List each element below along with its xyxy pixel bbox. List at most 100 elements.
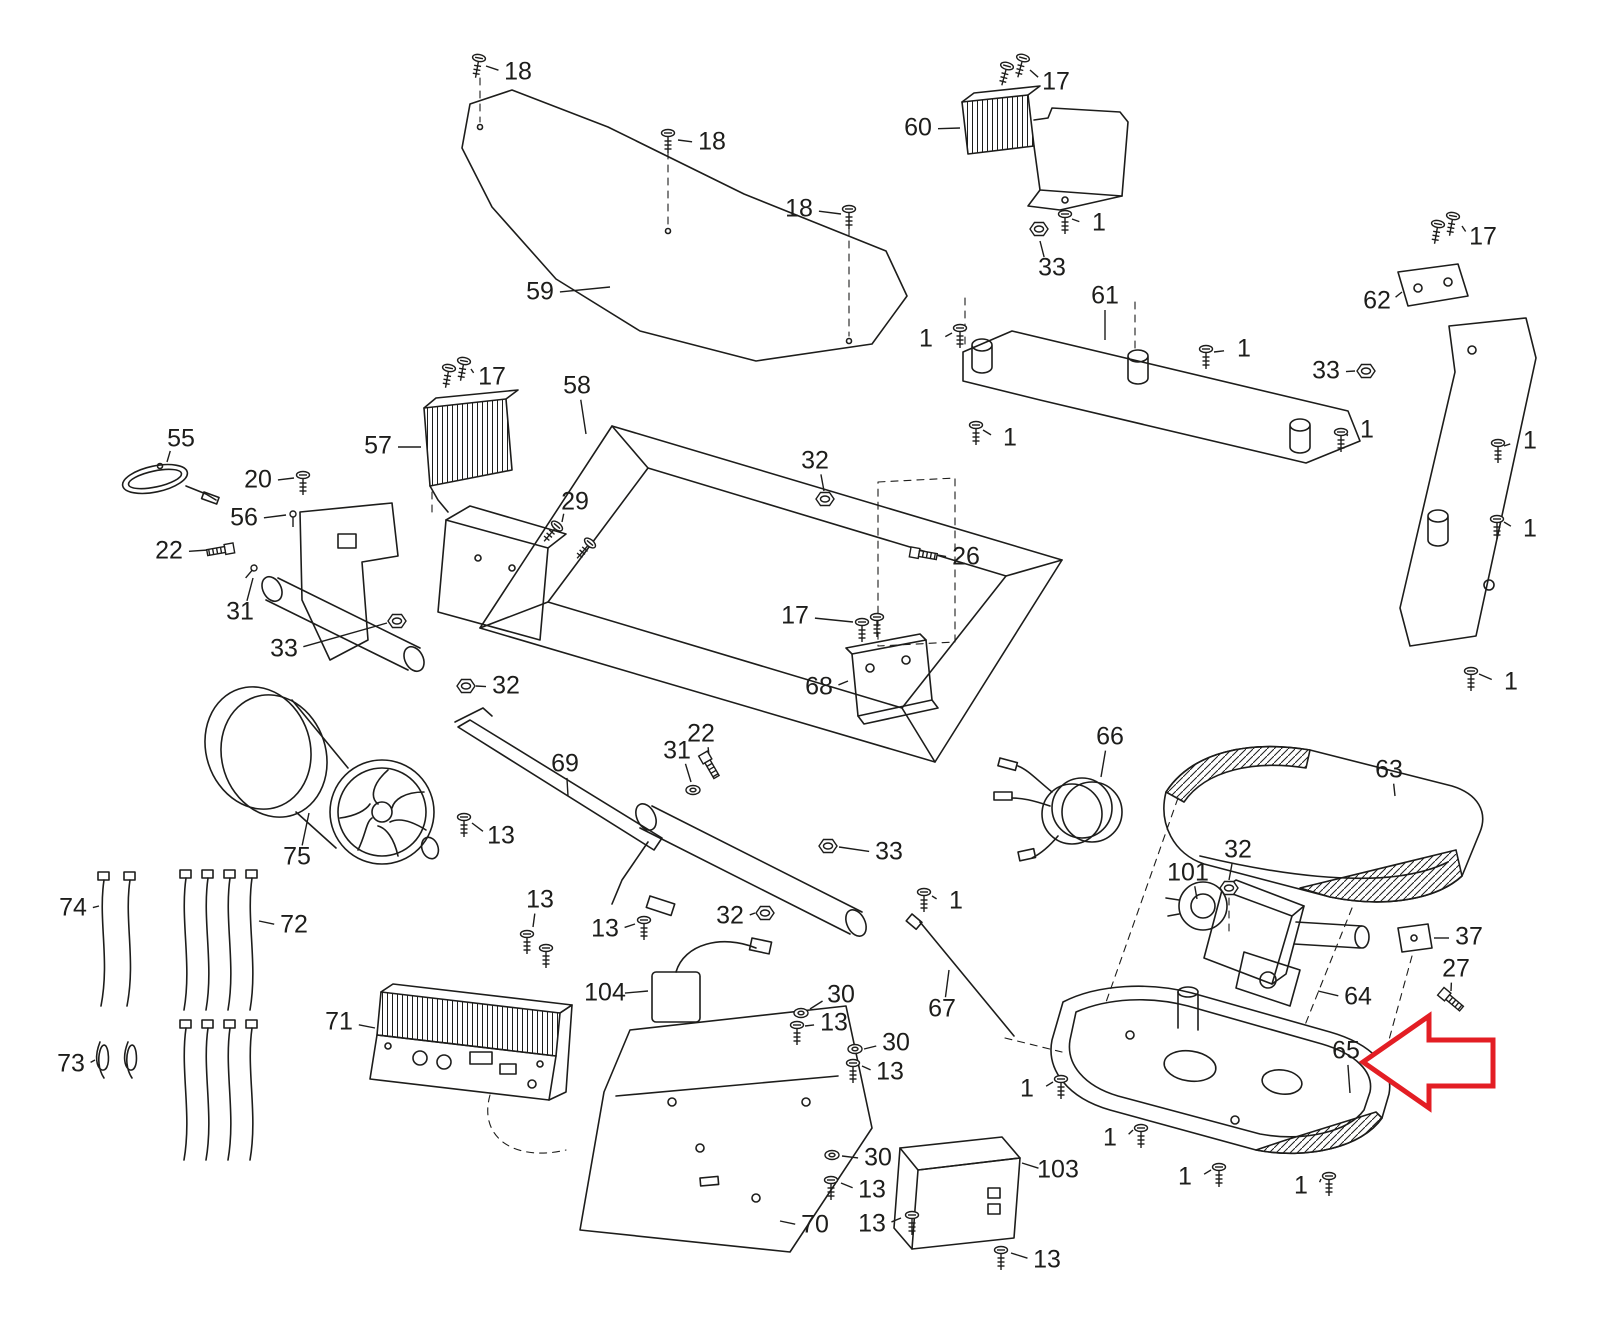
screw-icon [1333,427,1349,453]
hardware-icons [205,52,1506,1271]
part-label-31: 31 [663,737,691,765]
base-cover-65 [1050,985,1391,1155]
part-label-1: 1 [1020,1075,1034,1103]
screw-icon [1463,666,1479,692]
motor-hood-base-59 [461,89,908,362]
part-label-17: 17 [781,602,809,630]
leader-line [1194,886,1198,900]
leader-line [470,368,475,374]
leader-line [944,332,953,338]
part-label-1: 1 [919,325,933,353]
pin-icon [289,510,297,528]
leader-line [1228,863,1233,881]
screw-icon [1198,344,1214,370]
leader-line [1203,1169,1212,1175]
part-label-101: 101 [1167,859,1209,887]
leader-line [1347,1064,1351,1094]
part-label-71: 71 [325,1008,353,1036]
part-label-1: 1 [1092,209,1106,237]
module-104 [651,937,773,1023]
incline-motor-64 [1165,879,1370,1007]
part-label-30: 30 [864,1144,892,1172]
leader-line [580,399,587,435]
part-label-13: 13 [858,1176,886,1204]
part-label-65: 65 [1332,1037,1360,1065]
nut-icon [1219,880,1239,896]
part-label-13: 13 [876,1058,904,1086]
screw-icon [1057,209,1073,235]
leader-line [277,477,295,481]
washer-icon [793,1007,809,1019]
screw-icon [854,617,870,643]
part-label-31: 31 [226,598,254,626]
part-label-17: 17 [1042,68,1070,96]
part-label-75: 75 [283,843,311,871]
leader-line [1395,291,1403,298]
washer-icon [824,1149,840,1161]
leader-line [246,577,254,601]
screw-icon [1010,52,1031,80]
bolt-icon [908,546,939,563]
part-label-32: 32 [492,672,520,700]
screw-icon [1133,1123,1149,1149]
leader-line [684,763,692,783]
leader-line [1100,750,1107,778]
part-label-74: 74 [59,894,87,922]
leader-line [820,474,825,492]
part-label-72: 72 [280,911,308,939]
part-label-68: 68 [805,673,833,701]
leader-line [818,210,842,215]
leader-line [1045,1081,1054,1087]
screw-icon [916,887,932,913]
part-label-1: 1 [949,887,963,915]
leader-line [1213,350,1225,353]
leader-line [937,554,947,558]
leader-line [891,1217,902,1223]
screw-icon [904,1210,920,1236]
part-label-1: 1 [1237,335,1251,363]
leader-line [188,549,209,553]
screw-icon [519,929,535,955]
part-label-20: 20 [244,466,272,494]
pin-icon [242,563,259,581]
part-label-63: 63 [1375,756,1403,784]
screw-icon [1053,1074,1069,1100]
leader-line [532,913,536,928]
screw-icon [841,204,857,230]
leader-line [92,905,100,909]
leader-line [1128,1129,1134,1135]
part-label-13: 13 [487,822,515,850]
leader-line [809,1000,823,1010]
part-label-13: 13 [820,1009,848,1037]
filter-block-60 [961,85,1129,211]
part-label-62: 62 [1363,287,1391,315]
part-label-61: 61 [1091,282,1119,310]
leader-line [475,685,487,688]
part-label-22: 22 [155,537,183,565]
leader-line [1317,990,1339,997]
leader-line [561,513,565,523]
nut-icon [387,613,407,629]
part-label-1: 1 [1178,1163,1192,1191]
part-label-32: 32 [716,902,744,930]
screw-icon [456,812,472,838]
leader-line [559,286,611,293]
screw-icon [1321,1171,1337,1197]
crossbar-69 [454,707,867,937]
bracket-68 [845,633,939,725]
part-label-27: 27 [1442,955,1470,983]
part-label-58: 58 [563,372,591,400]
leader-line [485,65,499,71]
screw-icon [1490,438,1506,464]
screw-icon [538,943,554,969]
leader-line [624,923,636,929]
part-label-1: 1 [1003,424,1017,452]
side-rail-61 [962,330,1361,464]
leader-line [166,450,171,463]
wire-loops-73 [95,1041,138,1079]
part-label-1: 1 [1523,515,1537,543]
part-label-33: 33 [1038,254,1066,282]
cable-tie-67 [905,913,1015,1037]
leader-line [937,127,961,130]
